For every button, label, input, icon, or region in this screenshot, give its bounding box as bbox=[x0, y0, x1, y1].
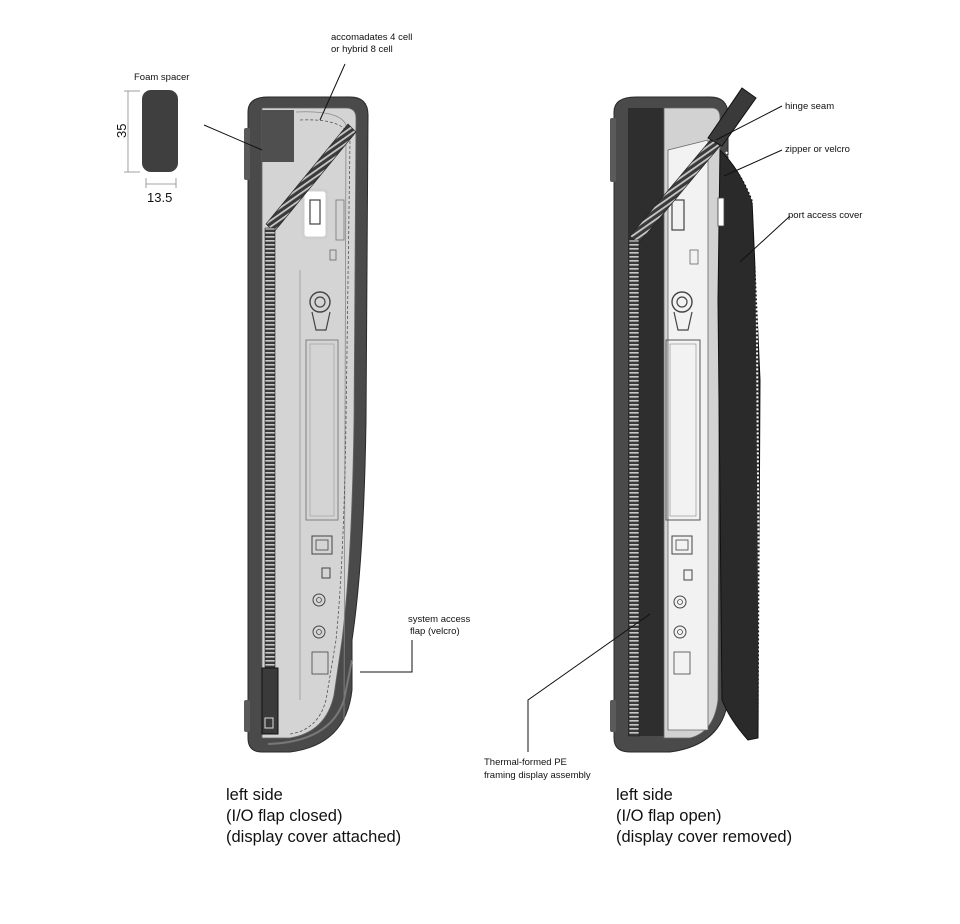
hinge-leader-line bbox=[715, 105, 783, 141]
right-caption-line1: left side bbox=[616, 786, 673, 804]
foam-spacer-group: Foam spacer 35 13.5 bbox=[114, 72, 189, 205]
foam-spacer-label: Foam spacer bbox=[134, 72, 189, 83]
left-zipper-vertical bbox=[264, 227, 276, 669]
cover-leader-line bbox=[739, 215, 791, 263]
pe-callout-line2: framing display assembly bbox=[484, 770, 591, 781]
left-side-closed-view bbox=[244, 96, 369, 753]
flap-callout-line2: flap (velcro) bbox=[410, 626, 460, 637]
left-caption-line2: (I/O flap closed) bbox=[226, 807, 342, 825]
flap-leader-line bbox=[360, 640, 413, 673]
spacer-width-label: 13.5 bbox=[147, 190, 172, 205]
flap-callout-line1: system access bbox=[408, 614, 471, 625]
foam-spacer-shape bbox=[142, 90, 178, 172]
right-caption-line3: (display cover removed) bbox=[616, 828, 792, 846]
spacer-height-label: 35 bbox=[114, 124, 129, 138]
battery-leader-line bbox=[319, 63, 346, 121]
battery-callout-line1: accomadates 4 cell bbox=[331, 32, 412, 43]
pe-leader-line bbox=[527, 613, 651, 752]
zipper-leader-line bbox=[723, 149, 783, 177]
hinge-pull-tab bbox=[707, 87, 757, 147]
port-access-cover bbox=[717, 148, 761, 741]
left-battery-block bbox=[262, 110, 294, 162]
right-usb-port bbox=[671, 199, 685, 231]
left-caption-line3: (display cover attached) bbox=[226, 828, 401, 846]
right-zipper-vertical bbox=[628, 239, 640, 737]
battery-callout-line2: or hybrid 8 cell bbox=[331, 44, 393, 55]
port-cover-callout: port access cover bbox=[788, 210, 862, 221]
right-caption-line2: (I/O flap open) bbox=[616, 807, 721, 825]
left-translucent-interior bbox=[261, 107, 357, 739]
left-usb-port bbox=[301, 188, 329, 240]
pe-callout-line1: Thermal-formed PE bbox=[484, 757, 567, 768]
right-side-open-view bbox=[610, 87, 761, 753]
spacer-leader-line bbox=[203, 124, 263, 151]
hinge-callout: hinge seam bbox=[785, 101, 834, 112]
left-caption-line1: left side bbox=[226, 786, 283, 804]
zipper-callout: zipper or velcro bbox=[785, 144, 850, 155]
